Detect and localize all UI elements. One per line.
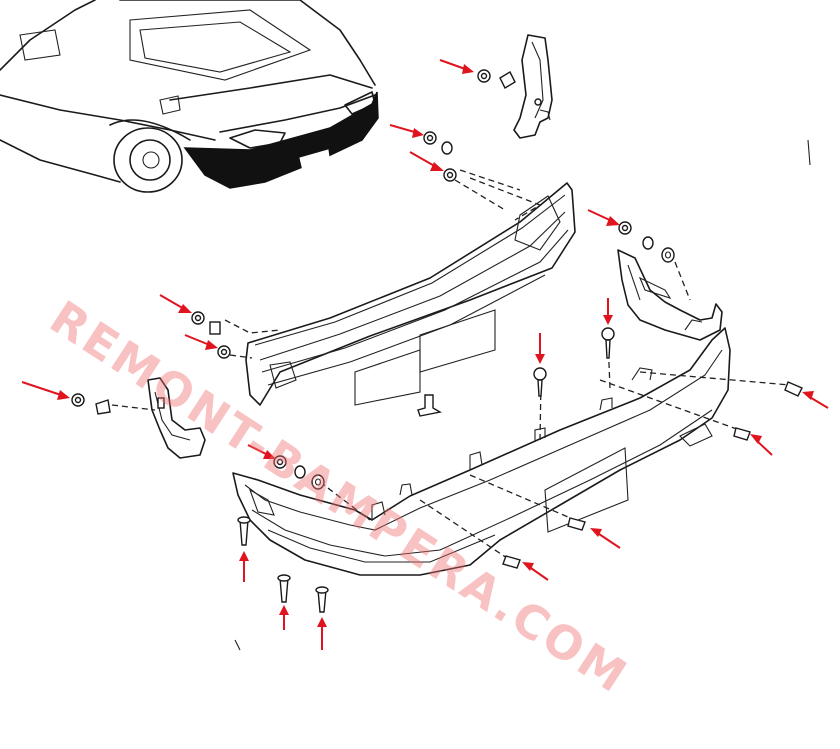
reinforcement-leader-lines (224, 169, 542, 359)
arrow-icon (239, 551, 249, 582)
arrow-icon (317, 617, 327, 650)
bumper-cover (232, 319, 731, 576)
arrow-icon (279, 605, 289, 630)
car-rear-view (0, 0, 379, 193)
exploded-diagram: REMONT-BAMPERA.COM (0, 0, 829, 704)
bolt-icon (502, 381, 803, 569)
arrow-icon (590, 528, 621, 549)
arrow-icon (389, 124, 424, 138)
nut-icon (443, 168, 457, 182)
arrow-icon (603, 298, 613, 325)
fastener-arrows (21, 59, 829, 650)
arrow-icon (247, 444, 276, 459)
arrow-icon (409, 151, 444, 171)
arrow-icon (535, 333, 545, 364)
nut-icon (273, 455, 325, 490)
stray-mark (807, 139, 811, 166)
arrow-icon (587, 209, 620, 226)
nut-icon (191, 311, 231, 359)
bracket-left (111, 377, 206, 459)
diagram-canvas (0, 0, 829, 651)
arrow-icon (750, 434, 773, 456)
arrow-icon (802, 391, 829, 409)
bracket-right-upper (513, 34, 553, 139)
arrow-icon (184, 334, 218, 350)
arrow-icon (21, 381, 70, 400)
bumper-reinforcement (245, 182, 576, 417)
arrow-icon (522, 562, 549, 581)
fasteners (71, 69, 803, 613)
stray-mark (234, 639, 241, 651)
screw-icon (533, 327, 615, 397)
arrow-icon (439, 59, 474, 74)
nut-icon (423, 131, 453, 155)
bolt-icon (71, 393, 111, 415)
nut-icon (618, 221, 675, 263)
side-retainer-right (617, 249, 723, 341)
screw-icon (237, 516, 329, 613)
arrow-icon (159, 294, 192, 313)
bolt-icon (477, 69, 516, 89)
